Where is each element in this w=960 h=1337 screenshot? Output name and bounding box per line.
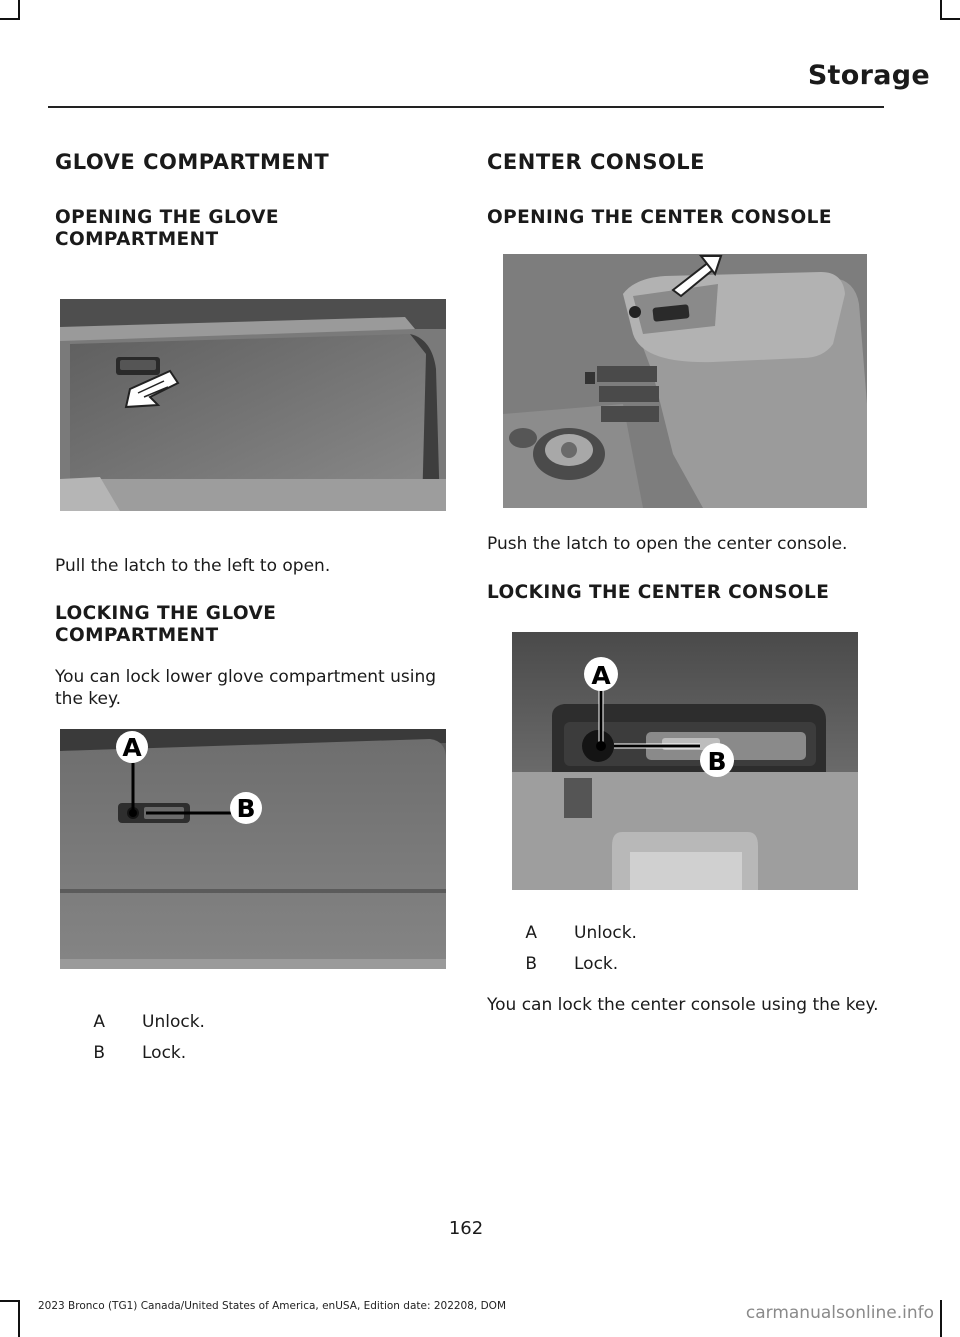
locking-console-heading: LOCKING THE CENTER CONSOLE — [487, 582, 830, 603]
callout-b-label: B — [707, 747, 726, 776]
page-number: 162 — [448, 1218, 484, 1239]
console-opening-text: Push the latch to open the center consol… — [487, 534, 848, 554]
crop-mark — [940, 0, 942, 18]
callout-a-label: A — [591, 661, 611, 690]
legend-desc: Lock. — [142, 1043, 187, 1063]
console-closing-text: You can lock the center console using th… — [487, 995, 879, 1015]
glove-locking-text: You can lock lower glove compartment usi… — [55, 667, 437, 709]
legend-row: B Lock. — [487, 954, 867, 976]
locking-glove-heading: LOCKING THE GLOVE COMPARTMENT — [55, 603, 277, 646]
legend-key: A — [525, 923, 537, 943]
center-console-title: CENTER CONSOLE — [487, 150, 706, 174]
legend-row: A Unlock. — [487, 923, 867, 945]
legend-key: B — [93, 1043, 105, 1063]
watermark-link[interactable]: carmanualsonline.info — [745, 1303, 934, 1323]
opening-console-heading: OPENING THE CENTER CONSOLE — [487, 207, 832, 228]
glove-opening-figure — [60, 299, 446, 511]
crop-mark — [18, 1300, 20, 1337]
legend-key: B — [525, 954, 537, 974]
crop-mark — [940, 1300, 942, 1337]
page-header-title: Storage — [807, 60, 930, 91]
glove-locking-figure: A B — [60, 729, 446, 969]
legend-row: A Unlock. — [55, 1012, 435, 1034]
glove-opening-text: Pull the latch to the left to open. — [55, 556, 331, 576]
legend-desc: Unlock. — [574, 923, 637, 943]
crop-mark — [0, 18, 20, 20]
callout-b-label: B — [236, 794, 255, 823]
legend-desc: Lock. — [574, 954, 619, 974]
glove-compartment-title: GLOVE COMPARTMENT — [55, 150, 330, 174]
header-divider — [48, 106, 884, 108]
edition-footer: 2023 Bronco (TG1) Canada/United States o… — [38, 1300, 507, 1312]
opening-glove-heading: OPENING THE GLOVE COMPARTMENT — [55, 207, 279, 250]
callout-a-label: A — [122, 733, 142, 762]
legend-desc: Unlock. — [142, 1012, 205, 1032]
crop-mark — [940, 18, 960, 20]
console-locking-figure: A B — [512, 632, 858, 890]
legend-key: A — [93, 1012, 105, 1032]
crop-mark — [18, 0, 20, 18]
crop-mark — [0, 1300, 20, 1302]
console-opening-figure — [503, 254, 867, 508]
legend-row: B Lock. — [55, 1043, 435, 1065]
